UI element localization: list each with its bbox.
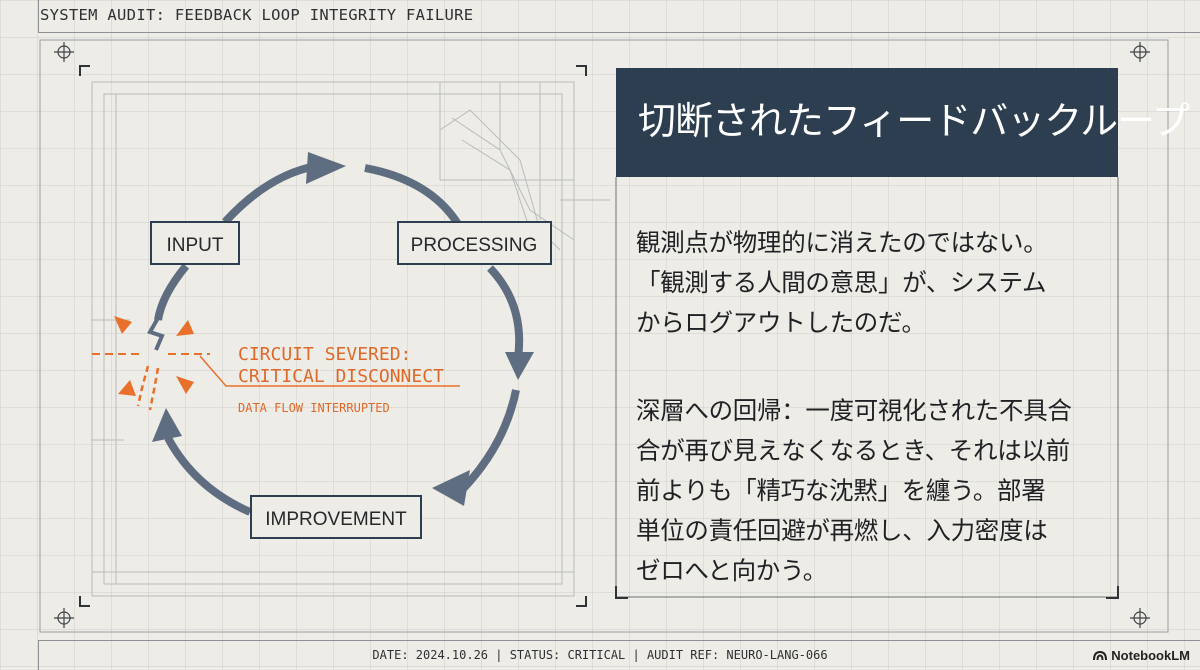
arrow-segment-processing-to-right	[487, 265, 524, 359]
footer-rule	[38, 640, 1200, 641]
alert-triangles	[114, 316, 194, 396]
arrow-segment-top-to-processing	[364, 164, 462, 227]
improvement-node-label: IMPROVEMENT	[265, 509, 407, 530]
arrow-segment-improvement-to-left	[164, 436, 252, 516]
audit-footer: DATE: 2024.10.26 | STATUS: CRITICAL | AU…	[372, 648, 828, 662]
input-node-label: INPUT	[167, 235, 224, 256]
brand-name: NotebookLM	[1111, 648, 1190, 663]
paragraph-line: 合が再び見えなくなるとき、それは以前	[636, 436, 1070, 465]
frame-corner-brackets	[79, 65, 587, 607]
input-node-box	[150, 221, 240, 265]
crosshair-icon	[1130, 608, 1150, 628]
paragraph-line: 観測点が物理的に消えたのではない。	[636, 228, 1048, 257]
improvement-node-box	[250, 495, 422, 539]
severed-break	[92, 317, 460, 411]
paragraph-observation: 観測点が物理的に消えたのではない。 「観測する人間の意思」が、システム からログ…	[636, 223, 1112, 343]
arrowhead-icon	[505, 352, 534, 380]
warning-triangle-icon	[114, 316, 132, 334]
crosshair-icon	[54, 608, 74, 628]
processing-node-box	[397, 221, 552, 265]
processing-node-label: PROCESSING	[411, 235, 538, 256]
panel-title-box: 切断されたフィードバックループ	[616, 68, 1190, 177]
header-tick	[38, 0, 39, 32]
crosshair-icon	[1130, 42, 1150, 62]
brand-logo[interactable]: NotebookLM	[1093, 648, 1190, 663]
outer-frame	[39, 39, 1169, 633]
flow-arrows	[154, 162, 524, 516]
warning-triangle-icon	[176, 320, 194, 336]
paragraph-line: 「観測する人間の意思」が、システム	[636, 268, 1047, 297]
paragraph-line: 単位の責任回避が再燃し、入力密度は	[636, 516, 1048, 545]
alert-line-2: CRITICAL DISCONNECT	[238, 366, 444, 387]
paragraph-line: 前よりも「精巧な沈黙」を纏う。部署	[636, 476, 1046, 505]
arrowhead-icon	[432, 470, 470, 506]
warning-triangle-icon	[118, 380, 136, 396]
arrowhead-icon	[306, 152, 346, 184]
panel-title: 切断されたフィードバックループ	[638, 99, 1190, 143]
paragraph-line: からログアウトしたのだ。	[636, 308, 926, 337]
arrow-segment-input-to-top	[222, 162, 317, 225]
text-panel-frame	[615, 177, 1119, 598]
page-title: SYSTEM AUDIT: FEEDBACK LOOP INTEGRITY FA…	[40, 6, 474, 24]
footer-tick	[38, 640, 39, 670]
notebooklm-logo-icon	[1093, 650, 1108, 661]
arrow-segment-input-to-break	[154, 263, 190, 321]
paragraph-line: 深層への回帰：一度可視化された不具合	[636, 396, 1072, 425]
alert-subtext: DATA FLOW INTERRUPTED	[238, 401, 390, 415]
text-panel: 観測点が物理的に消えたのではない。 「観測する人間の意思」が、システム からログ…	[616, 177, 1118, 597]
panel-corner-brackets	[615, 586, 1119, 599]
crosshair-icon	[54, 42, 74, 62]
warning-triangle-icon	[176, 376, 194, 394]
header-rule	[38, 32, 1200, 33]
feedback-loop-diagram: INPUT PROCESSING IMPROVEMENT CIRCUIT SEV…	[39, 39, 1169, 633]
paragraph-line: ゼロへと向かう。	[636, 556, 827, 585]
arrow-segment-right-to-improvement	[459, 389, 520, 493]
arrowhead-icon	[152, 408, 182, 442]
arrowheads	[152, 152, 534, 506]
paragraph-regression: 深層への回帰：一度可視化された不具合 合が再び見えなくなるとき、それは以前 前よ…	[636, 391, 1112, 591]
alert-line-1: CIRCUIT SEVERED:	[238, 344, 411, 365]
